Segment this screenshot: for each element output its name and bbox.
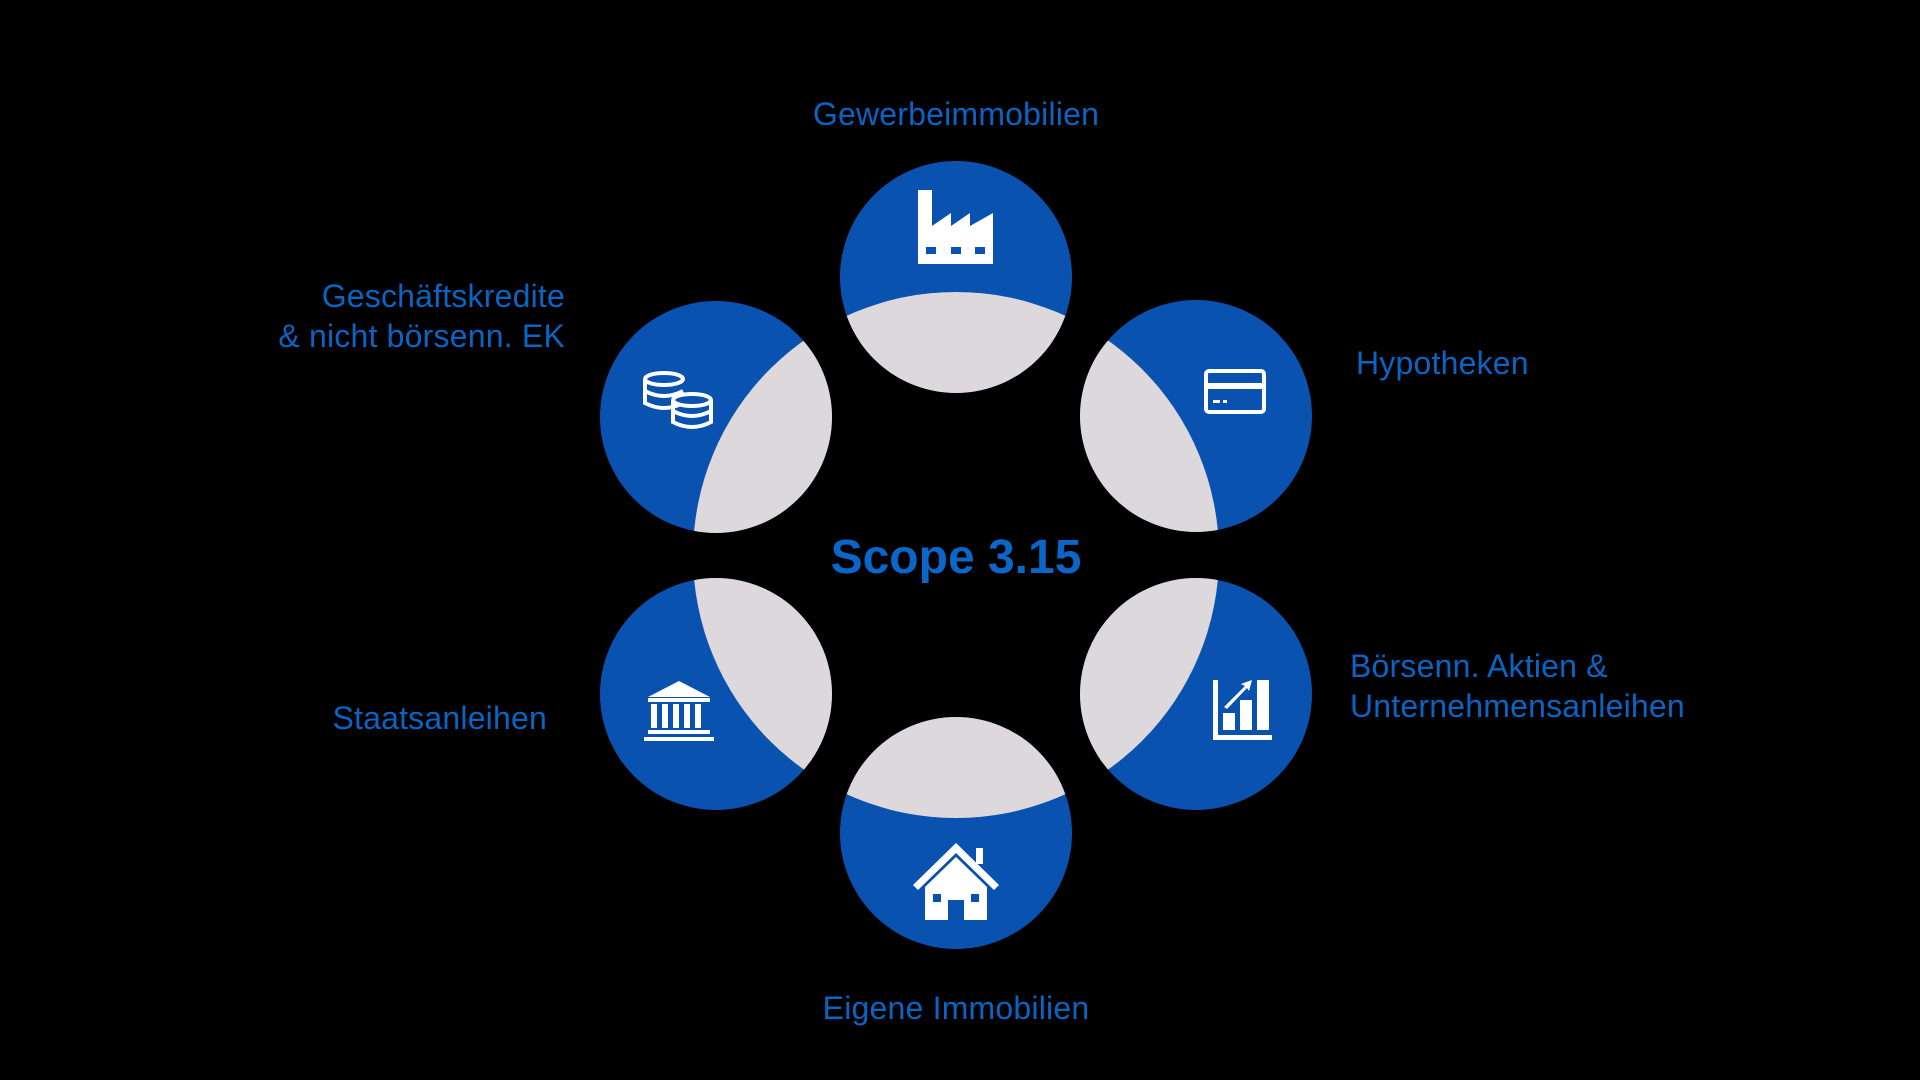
segment-bottom-circle xyxy=(840,717,1072,949)
label-line: Geschäftskredite xyxy=(321,278,565,314)
house-icon xyxy=(913,843,999,920)
segment-upper-left-circle xyxy=(600,301,832,533)
label-staatsanleihen: Staatsanleihen xyxy=(147,698,547,738)
factory-icon xyxy=(918,190,993,264)
center-title: Scope 3.15 xyxy=(830,531,1082,584)
label-line: Gewerbeimmobilien xyxy=(812,96,1100,132)
segment-lower-left-circle xyxy=(600,578,832,810)
label-line: Eigene Immobilien xyxy=(822,990,1090,1026)
bank-building-icon xyxy=(644,681,714,741)
credit-card-icon xyxy=(1204,369,1266,414)
label-boersenn-aktien: Börsenn. Aktien & Unternehmensanleihen xyxy=(1350,646,1685,726)
segment-top-circle xyxy=(840,161,1072,393)
label-hypotheken: Hypotheken xyxy=(1356,343,1529,383)
segment-upper-right-circle xyxy=(1080,300,1312,532)
coins-stack-icon xyxy=(643,371,713,429)
label-line: Börsenn. Aktien & xyxy=(1350,648,1608,684)
bar-chart-growth-icon xyxy=(1213,680,1272,740)
label-geschaeftskredite: Geschäftskredite & nicht börsenn. EK xyxy=(165,276,565,356)
label-line: Staatsanleihen xyxy=(332,700,547,736)
segment-lower-right-circle xyxy=(1080,578,1312,810)
label-eigene-immobilien: Eigene Immobilien xyxy=(756,988,1156,1028)
label-line: Hypotheken xyxy=(1356,345,1529,381)
label-line: & nicht börsenn. EK xyxy=(278,318,565,354)
label-gewerbeimmobilien: Gewerbeimmobilien xyxy=(756,94,1156,134)
label-line: Unternehmensanleihen xyxy=(1350,688,1685,724)
